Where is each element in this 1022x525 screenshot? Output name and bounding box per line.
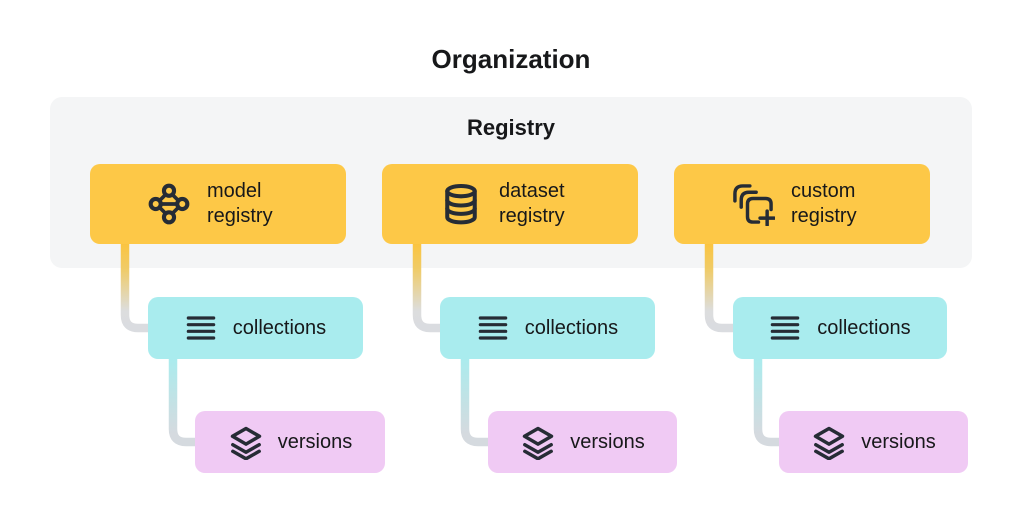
stacked-squares-plus-icon xyxy=(733,184,775,226)
layer-stack-icon xyxy=(814,426,845,460)
connector-collections-to-versions-2 xyxy=(460,357,494,447)
layer-stack-icon xyxy=(523,426,554,460)
versions-label-3: versions xyxy=(861,430,936,453)
connector-model-to-collections xyxy=(120,243,154,333)
page-title: Organization xyxy=(431,44,591,74)
versions-box-2: versions xyxy=(488,411,677,473)
list-lines-icon xyxy=(478,316,508,340)
versions-label-1: versions xyxy=(277,430,353,453)
list-lines-icon xyxy=(771,316,800,340)
model-registry-box: model registry xyxy=(90,164,346,244)
connector-collections-to-versions-1 xyxy=(168,357,201,447)
list-lines-icon xyxy=(186,316,216,340)
collections-box-2: collections xyxy=(440,297,655,359)
collections-box-3: collections xyxy=(733,297,947,359)
dataset-registry-box: dataset registry xyxy=(382,164,638,244)
connector-custom-to-collections xyxy=(704,243,739,333)
collections-label-1: collections xyxy=(232,316,327,339)
versions-box-3: versions xyxy=(779,411,968,473)
collections-box-1: collections xyxy=(148,297,363,359)
versions-box-1: versions xyxy=(195,411,385,473)
layer-stack-icon xyxy=(230,426,261,460)
dataset-registry-label: dataset registry xyxy=(499,180,565,227)
custom-registry-box: custom registry xyxy=(674,164,930,244)
connector-collections-to-versions-3 xyxy=(753,357,785,447)
collections-label-3: collections xyxy=(817,316,911,339)
collections-label-2: collections xyxy=(524,316,619,339)
database-icon xyxy=(445,184,477,225)
model-graph-icon xyxy=(148,183,190,225)
registry-panel-label: Registry xyxy=(466,115,556,140)
versions-label-2: versions xyxy=(570,430,645,453)
connector-dataset-to-collections xyxy=(412,243,446,333)
custom-registry-label: custom registry xyxy=(791,180,857,227)
model-registry-label: model registry xyxy=(207,180,273,227)
